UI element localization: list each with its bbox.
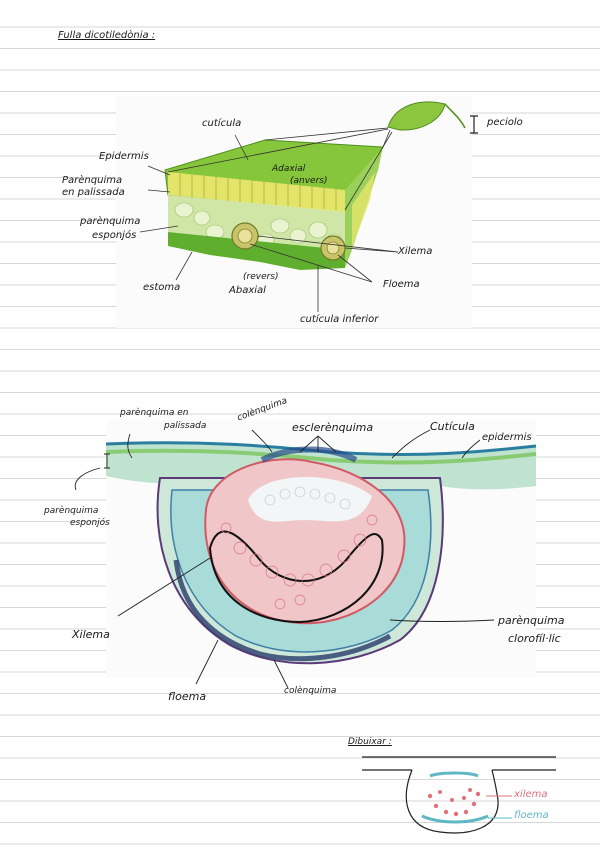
label-estoma: estoma (143, 282, 181, 293)
label-cuticula: cutícula (202, 118, 242, 129)
label-anvers: (anvers) (290, 176, 328, 186)
label-esclerenquima: esclerènquima (292, 421, 374, 434)
label-esponjos-line2: esponjós (70, 518, 110, 528)
label-epidermis: epidermis (482, 432, 532, 443)
label-palissada-line2: en palissada (62, 187, 125, 198)
sketch-heading: Dibuixar : (348, 737, 392, 747)
label-clorofilic-line1: parènquima (498, 614, 565, 627)
label-palissada-line1: parènquima en (120, 408, 189, 418)
label-esponjos-line2: esponjós (92, 230, 137, 241)
label-esponjos-line1: parènquima (44, 506, 99, 516)
label-abaxial: Abaxial (229, 285, 266, 296)
label-peciolo: peciolo (487, 117, 523, 128)
label-xilema: Xilema (398, 246, 433, 257)
label-xilema: Xilema (72, 628, 110, 641)
label-revers: (revers) (243, 272, 279, 282)
label-floema: floema (168, 690, 207, 703)
label-clorofilic-line2: clorofíl·lic (508, 632, 561, 645)
label-palissada-line1: Parènquima (62, 175, 123, 186)
sketch-label-xilema: xilema (514, 789, 548, 800)
label-adaxial: Adaxial (272, 164, 306, 174)
label-cuticula-inferior: cutícula inferior (300, 314, 379, 325)
label-palissada-line2: palissada (164, 421, 207, 431)
label-colenquima-bottom: colènquima (284, 686, 337, 696)
label-epidermis: Epidermis (99, 151, 149, 162)
sketch-label-floema: floema (514, 810, 549, 821)
label-cuticula: Cutícula (430, 420, 475, 433)
label-floema: Floema (383, 279, 420, 290)
label-esponjos-line1: parènquima (80, 216, 141, 227)
page-title: Fulla dicotiledònia : (58, 30, 156, 41)
